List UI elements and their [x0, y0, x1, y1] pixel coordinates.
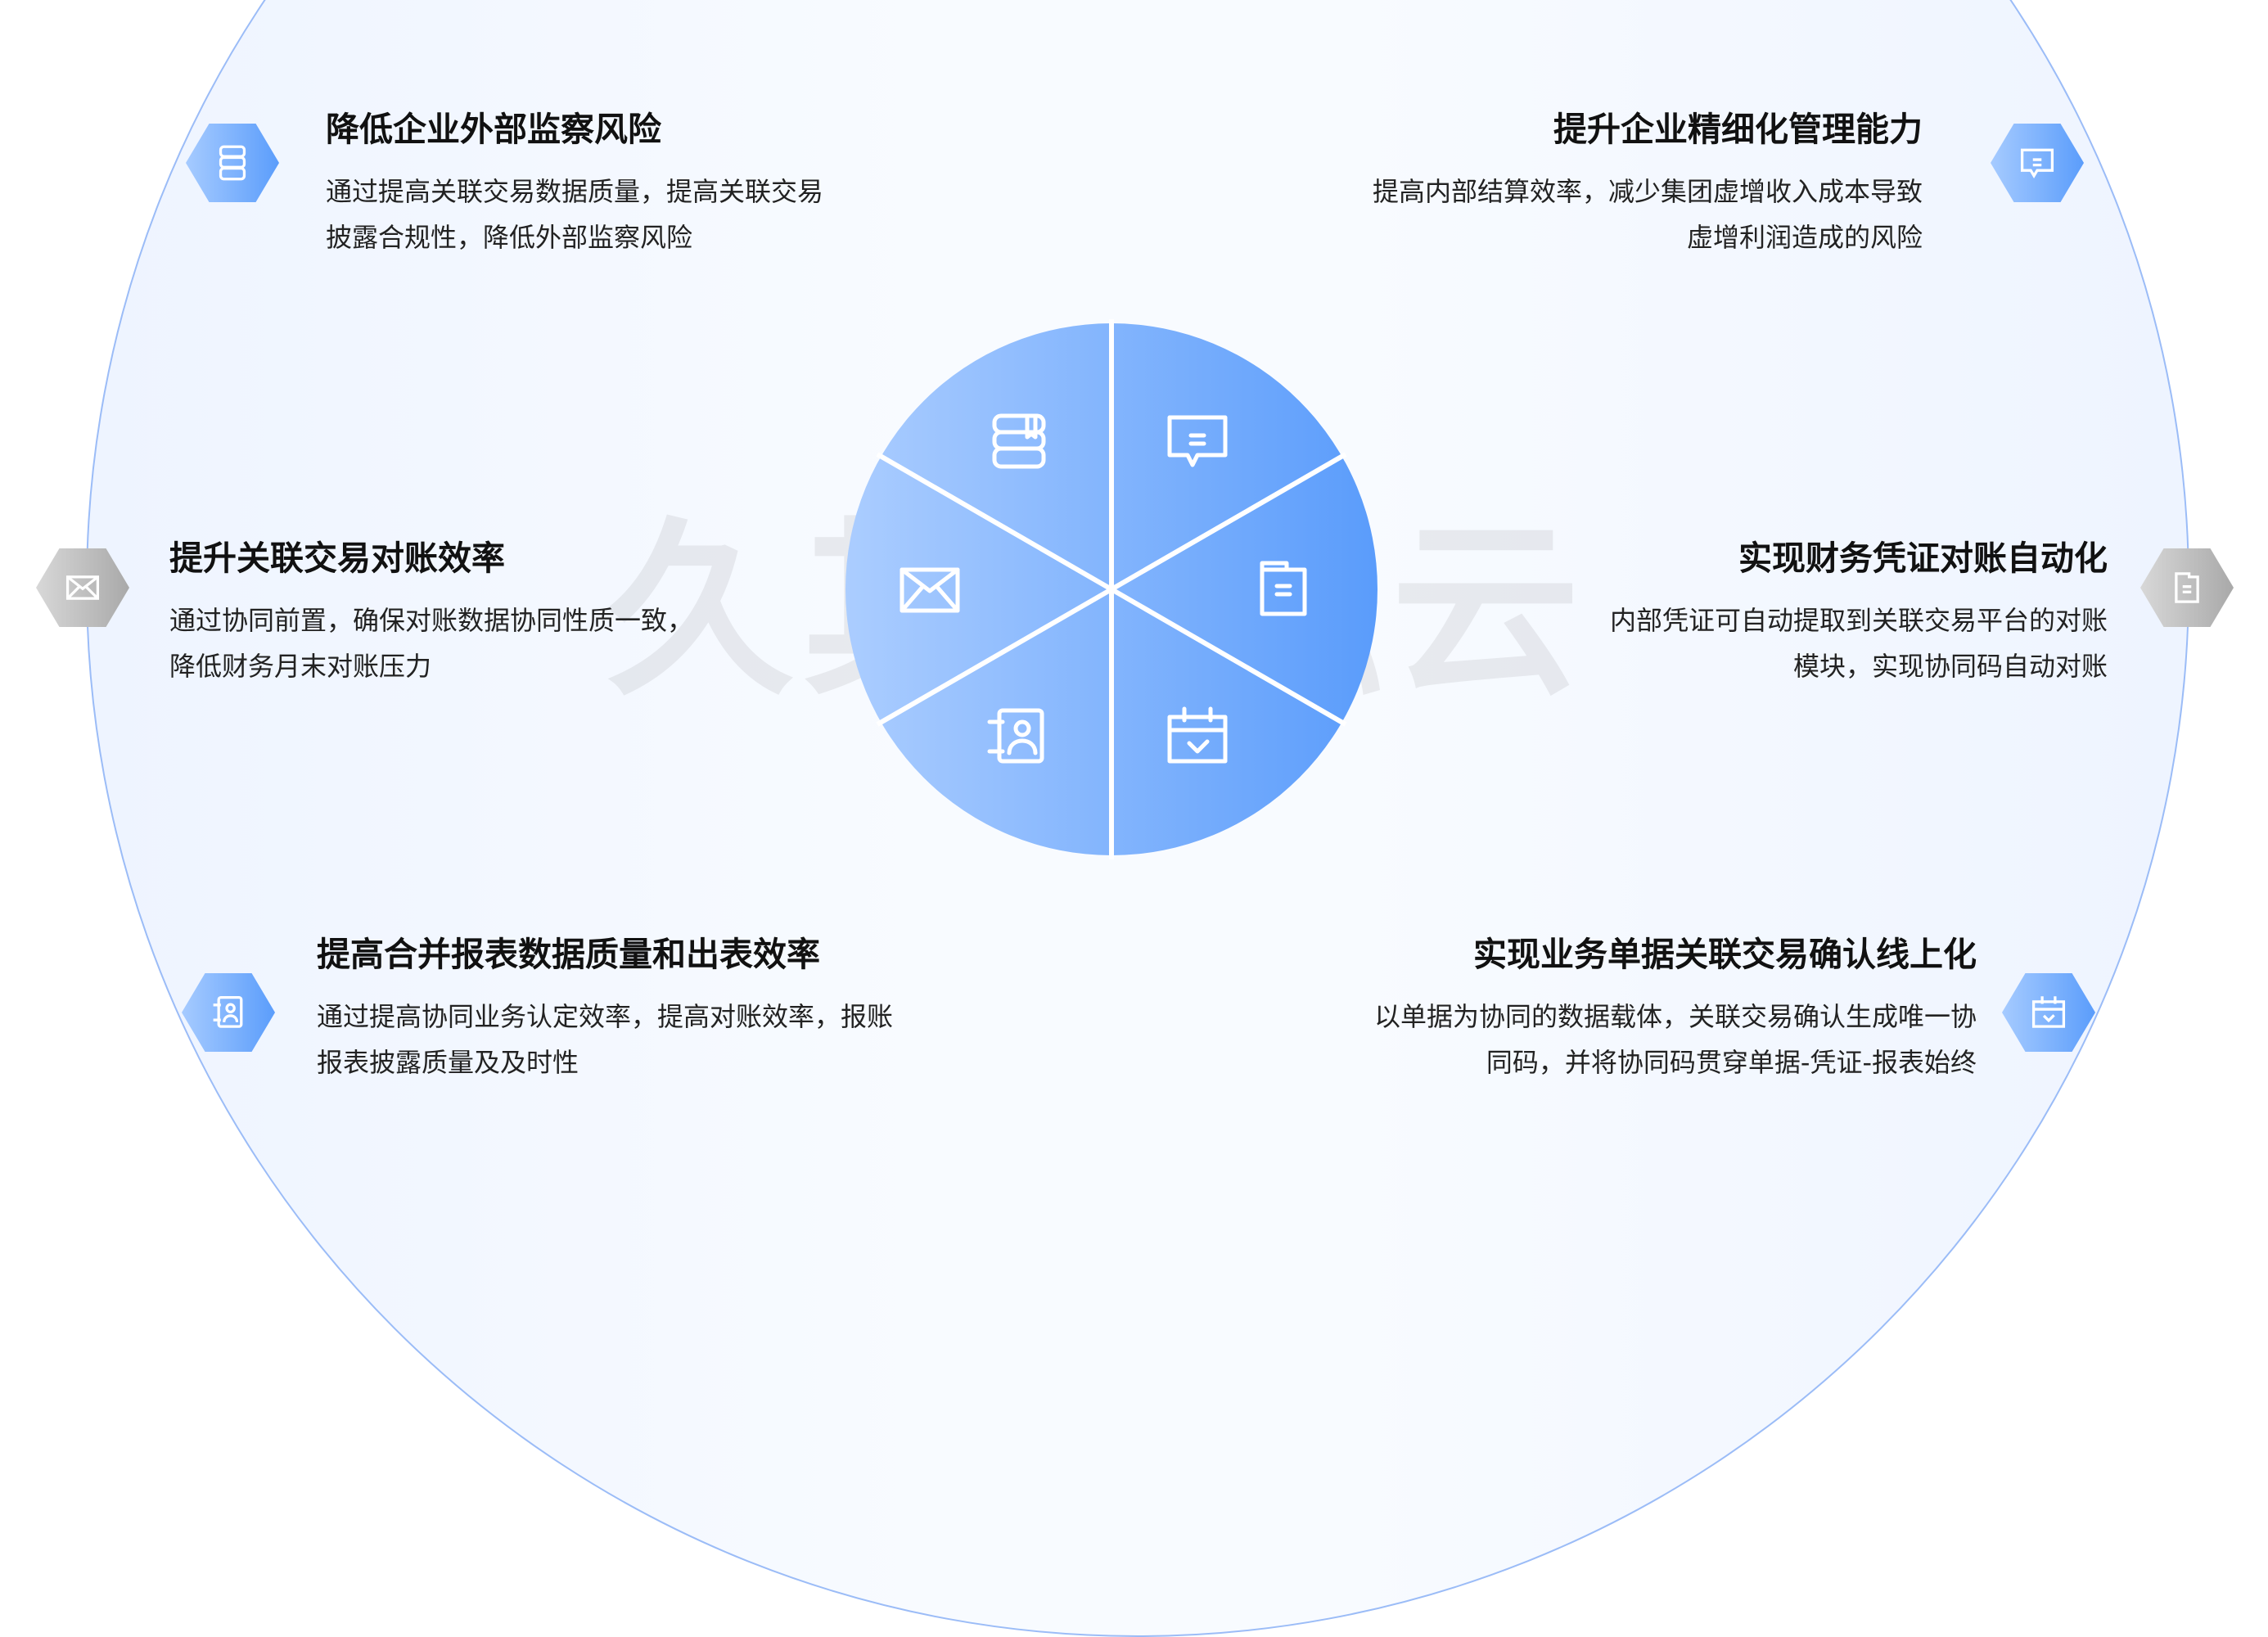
benefit-desc-line: 降低财务月末对账压力	[169, 651, 432, 682]
benefit-block-5: 提高合并报表数据质量和出表效率 通过提高协同业务认定效率，提高对账效率，报账 报…	[317, 933, 893, 1085]
mail-icon	[900, 567, 960, 613]
benefit-title: 提升关联交易对账效率	[169, 539, 505, 578]
hex-message-icon	[1991, 124, 2084, 202]
benefit-desc-line: 通过提高关联交易数据质量，提高关联交易	[326, 176, 824, 207]
center-pie	[845, 319, 1377, 859]
hex-contact-book-icon	[182, 973, 275, 1052]
benefit-desc-line: 模块，实现协同码自动对账	[1792, 651, 2108, 682]
hex-mail-icon	[36, 548, 129, 627]
calendar-check-icon	[1167, 706, 1228, 764]
benefit-desc-line: 报表披露质量及及时性	[317, 1047, 579, 1078]
hex-calendar-check-icon	[2002, 973, 2095, 1052]
message-icon	[1167, 415, 1228, 467]
benefit-title: 降低企业外部监察风险	[326, 110, 661, 149]
benefit-desc-line: 内部凭证可自动提取到关联交易平台的对账	[1609, 605, 2108, 636]
benefit-desc-line: 提高内部结算效率，减少集团虚增收入成本导致	[1372, 176, 1923, 207]
hex-document-icon	[2140, 548, 2234, 627]
benefit-title: 提升企业精细化管理能力	[1553, 110, 1923, 149]
contact-book-icon	[987, 708, 1044, 764]
benefit-desc-line: 披露合规性，降低外部监察风险	[326, 222, 693, 253]
benefit-desc-line: 虚增利润造成的风险	[1686, 222, 1923, 253]
benefit-desc-line: 同码，并将协同码贯穿单据-凭证-报表始终	[1486, 1047, 1977, 1078]
benefit-block-2: 提升企业精细化管理能力 提高内部结算效率，减少集团虚增收入成本导致 虚增利润造成…	[1373, 108, 1923, 260]
benefit-block-1: 降低企业外部监察风险 通过提高关联交易数据质量，提高关联交易 披露合规性，降低外…	[326, 108, 823, 260]
benefit-desc-line: 通过提高协同业务认定效率，提高对账效率，报账	[317, 1001, 894, 1032]
benefit-block-6: 实现业务单据关联交易确认线上化 以单据为协同的数据载体，关联交易确认生成唯一协 …	[1374, 933, 1977, 1085]
benefit-title: 实现财务凭证对账自动化	[1738, 539, 2108, 578]
book-icon	[992, 413, 1046, 469]
benefit-block-3: 提升关联交易对账效率 通过协同前置，确保对账数据协同性质一致， 降低财务月末对账…	[169, 537, 693, 689]
benefit-title: 提高合并报表数据质量和出表效率	[317, 935, 820, 974]
hex-book-icon	[186, 124, 279, 202]
document-icon	[1260, 561, 1307, 616]
benefit-desc-line: 通过协同前置，确保对账数据协同性质一致，	[169, 605, 694, 636]
benefit-desc-line: 以单据为协同的数据载体，关联交易确认生成唯一协	[1373, 1001, 1977, 1032]
benefit-block-4: 实现财务凭证对账自动化 内部凭证可自动提取到关联交易平台的对账 模块，实现协同码…	[1610, 537, 2108, 689]
benefit-title: 实现业务单据关联交易确认线上化	[1473, 935, 1977, 974]
